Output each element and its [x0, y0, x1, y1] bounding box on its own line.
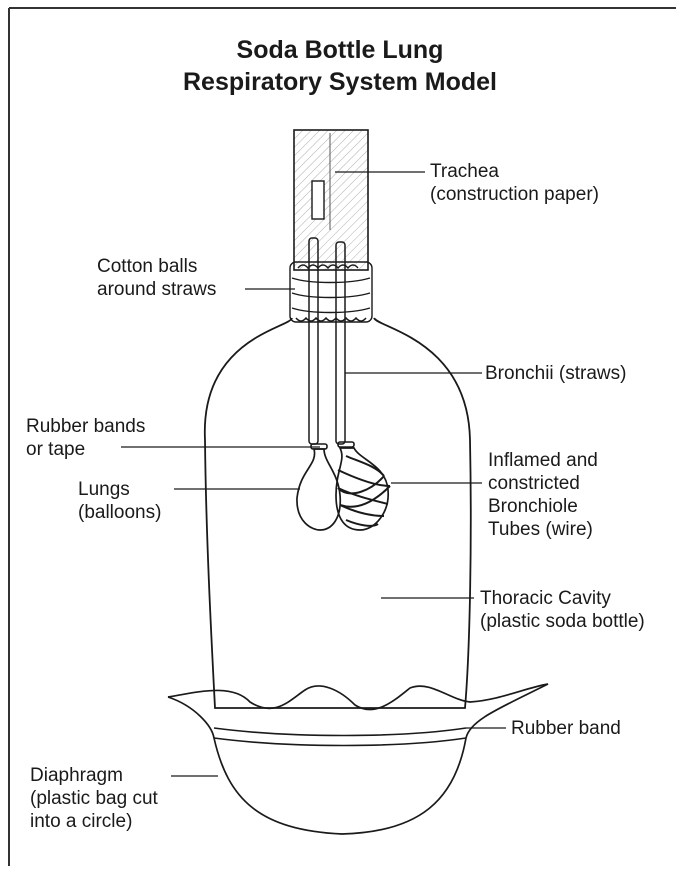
trachea-tube [294, 130, 368, 270]
label-lungs: Lungs (balloons) [78, 478, 161, 524]
label-lungs-line1: Lungs [78, 478, 161, 501]
label-trachea: Trachea (construction paper) [430, 160, 599, 206]
label-lungs-line2: (balloons) [78, 501, 161, 524]
label-thoracic-line1: Thoracic Cavity [480, 587, 645, 610]
label-rubber-band-line1: Rubber band [511, 717, 621, 740]
label-diaphragm-line2: (plastic bag cut [30, 787, 158, 810]
label-diaphragm: Diaphragm (plastic bag cut into a circle… [30, 764, 158, 833]
label-rubber-bands-line2: or tape [26, 438, 145, 461]
label-bronchii-line1: Bronchii (straws) [485, 362, 626, 385]
cotton-balls [290, 262, 372, 322]
label-inflamed-line3: Bronchiole [488, 495, 598, 518]
label-rubber-band: Rubber band [511, 717, 621, 740]
label-rubber-bands-line1: Rubber bands [26, 415, 145, 438]
label-trachea-line2: (construction paper) [430, 183, 599, 206]
title-line-1: Soda Bottle Lung [0, 36, 680, 65]
label-cotton-line1: Cotton balls [97, 255, 216, 278]
title-line-2: Respiratory System Model [0, 68, 680, 97]
label-thoracic-cavity: Thoracic Cavity (plastic soda bottle) [480, 587, 645, 633]
label-diaphragm-line1: Diaphragm [30, 764, 158, 787]
label-cotton-line2: around straws [97, 278, 216, 301]
rubber-band [214, 728, 466, 746]
label-inflamed-line2: constricted [488, 472, 598, 495]
label-cotton-balls: Cotton balls around straws [97, 255, 216, 301]
label-inflamed-bronchiole: Inflamed and constricted Bronchiole Tube… [488, 449, 598, 541]
label-thoracic-line2: (plastic soda bottle) [480, 610, 645, 633]
diaphragm-ruffle [168, 684, 548, 710]
lung-balloon-left [297, 449, 340, 530]
label-inflamed-line1: Inflamed and [488, 449, 598, 472]
label-trachea-line1: Trachea [430, 160, 599, 183]
lung-balloon-right [336, 448, 388, 530]
label-inflamed-line4: Tubes (wire) [488, 518, 598, 541]
label-rubber-bands: Rubber bands or tape [26, 415, 145, 461]
label-diaphragm-line3: into a circle) [30, 810, 158, 833]
label-bronchii: Bronchii (straws) [485, 362, 626, 385]
bronchiole-wire [338, 456, 390, 526]
